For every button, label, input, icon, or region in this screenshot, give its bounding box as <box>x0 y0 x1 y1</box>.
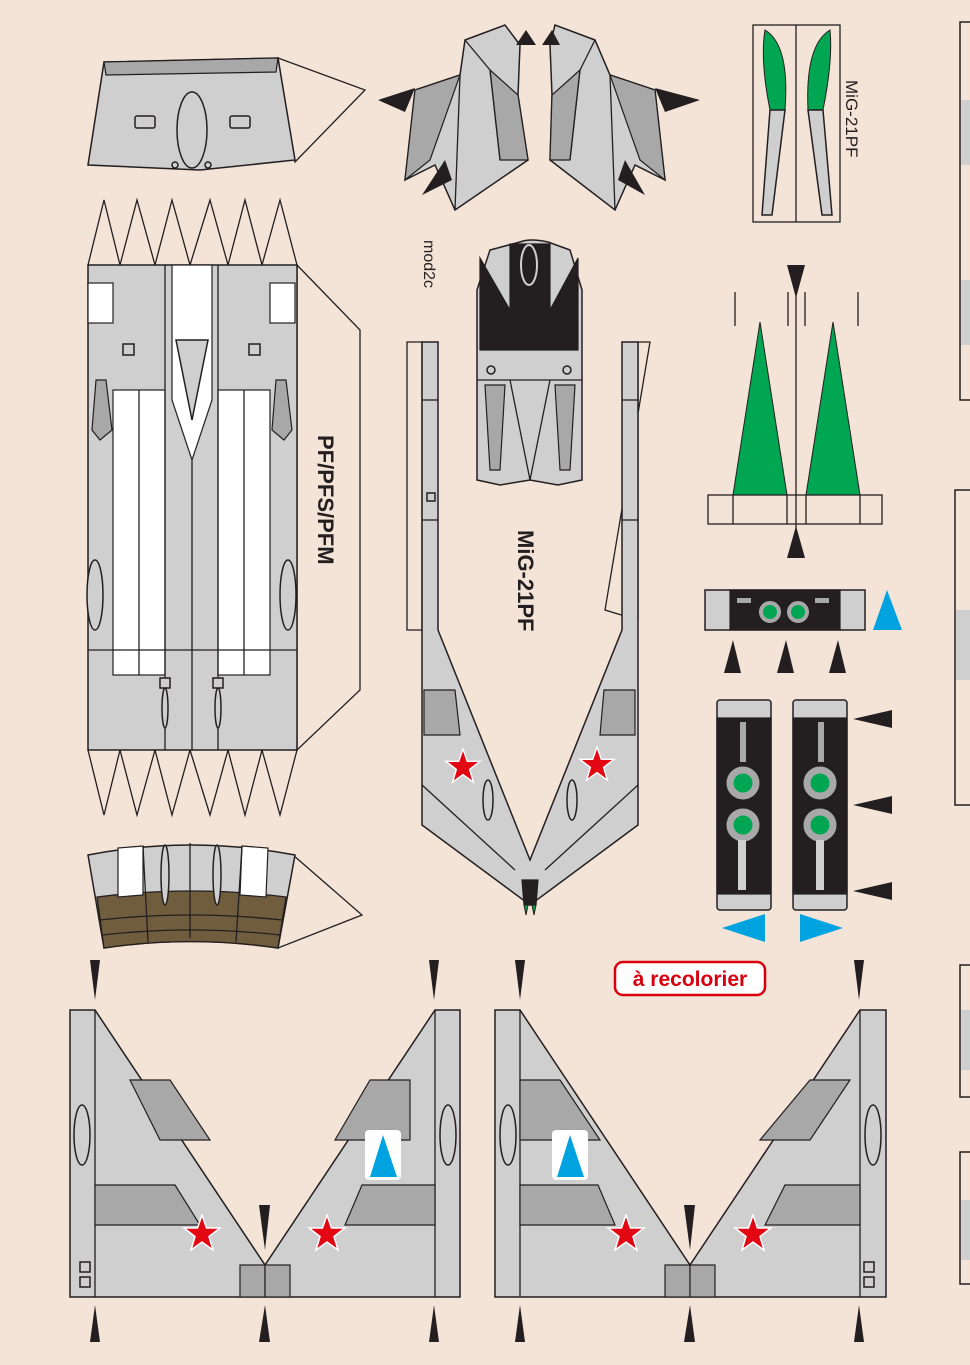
fuselage-label: MiG-21PF <box>513 530 538 631</box>
fuselage-side-piece: MiG-21PF <box>406 341 651 916</box>
main-wheel-well-pieces <box>716 699 892 942</box>
intake-piece-left <box>378 24 536 212</box>
curved-rear-piece <box>87 843 364 950</box>
recolor-note: à recolorier <box>613 960 767 997</box>
tail-label: MiG-21PF <box>842 80 861 157</box>
wing-piece-right <box>494 960 887 1342</box>
fin-strip-piece <box>707 265 883 558</box>
intake-piece-right <box>542 24 700 212</box>
variant-label: PF/PFS/PFM <box>313 435 338 565</box>
nose-wheel-well-piece <box>704 589 902 673</box>
wing-piece-left <box>69 960 461 1342</box>
module-label: mod2c <box>420 240 437 288</box>
tail-fin-piece: MiG-21PF <box>752 24 861 223</box>
cyan-marker-icon <box>873 590 902 630</box>
edge-partial-pieces <box>954 21 970 1285</box>
nose-intake-piece <box>476 239 583 486</box>
fuselage-underside-piece: PF/PFS/PFM <box>86 197 361 818</box>
recolor-note-text: à recolorier <box>633 968 747 991</box>
canopy-piece <box>87 57 367 171</box>
